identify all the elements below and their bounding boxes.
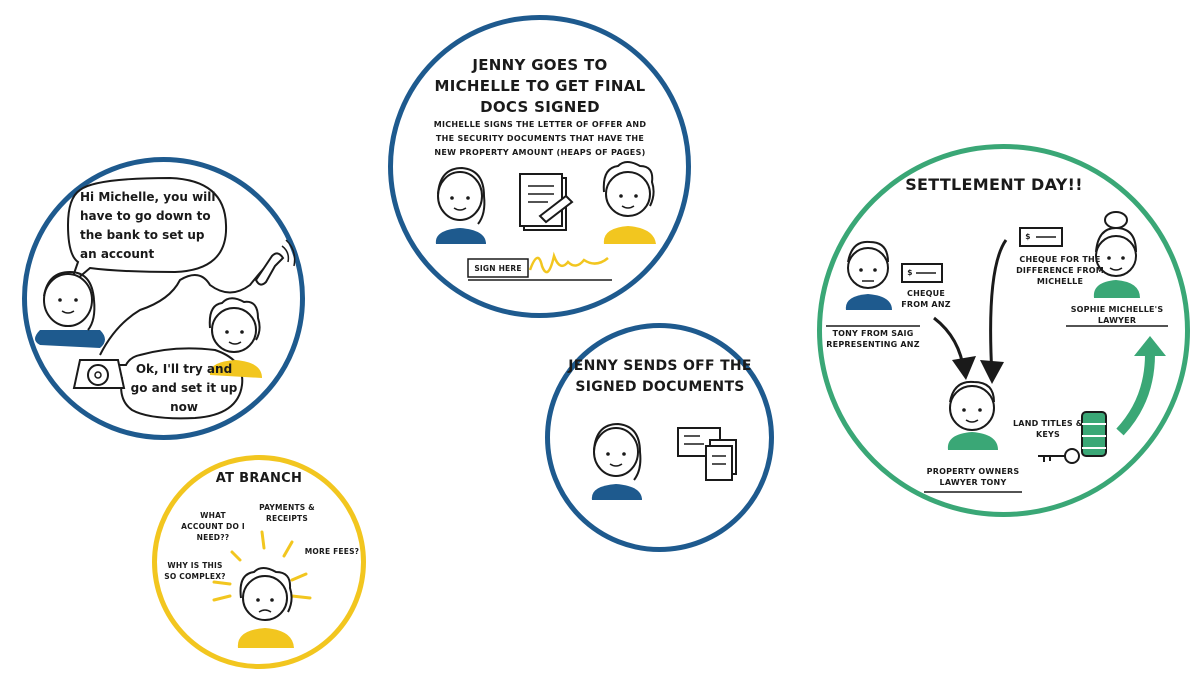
documents-stack-icon bbox=[677, 427, 737, 481]
branch-thought-1: WHAT ACCOUNT DO I NEED?? bbox=[181, 511, 245, 542]
phone-cord bbox=[99, 261, 271, 356]
cheque-difference-symbol: $ bbox=[1025, 232, 1031, 241]
cheque-anz-label: CHEQUE FROM ANZ bbox=[901, 289, 951, 309]
handset-icon bbox=[254, 239, 296, 286]
jenny-avatar bbox=[35, 270, 105, 348]
tony-label: TONY FROM SAIG REPRESENTING ANZ bbox=[826, 329, 920, 349]
michelle-avatar bbox=[208, 297, 262, 378]
property-owners-lawyer-avatar bbox=[947, 380, 998, 450]
cheque-anz-symbol: $ bbox=[907, 268, 913, 277]
sign-here-tag bbox=[467, 258, 529, 278]
jenny-avatar-sending bbox=[591, 422, 642, 500]
signing-description: MICHELLE SIGNS THE LETTER OF OFFER AND T… bbox=[433, 120, 647, 157]
bubble-top-text: Hi Michelle, you will have to go down to… bbox=[80, 190, 216, 261]
settlement-title: SETTLEMENT DAY!! bbox=[905, 175, 1083, 194]
key-icon bbox=[1038, 448, 1080, 464]
arrow-cheque-difference bbox=[989, 239, 1008, 377]
branch-thought-2: PAYMENTS & RECEIPTS bbox=[259, 503, 315, 523]
cheque-difference-label: CHEQUE FOR THE DIFFERENCE FROM MICHELLE bbox=[1016, 255, 1104, 286]
arrow-to-sophie bbox=[1116, 353, 1155, 436]
document-pen-icon bbox=[519, 173, 574, 231]
jenny-avatar-signing bbox=[435, 166, 486, 244]
rotary-phone-icon bbox=[72, 359, 126, 389]
branch-thought-3: WHY IS THIS SO COMPLEX? bbox=[164, 561, 226, 581]
branch-thought-4: MORE FEES? bbox=[304, 547, 360, 556]
stress-rays bbox=[212, 530, 312, 602]
branch-title: AT BRANCH bbox=[215, 471, 303, 486]
sign-here-label: SIGN HERE bbox=[474, 264, 522, 273]
owners-lawyer-label: PROPERTY OWNERS LAWYER TONY bbox=[926, 467, 1020, 487]
settlement-day-scene bbox=[817, 144, 1190, 517]
land-titles-label: LAND TITLES & KEYS bbox=[1013, 419, 1083, 439]
sophie-label: SOPHIE MICHELLE'S LAWYER bbox=[1070, 305, 1164, 325]
sophie-lawyer-avatar bbox=[1093, 211, 1140, 298]
michelle-stressed-avatar bbox=[237, 567, 294, 648]
bubble-bottom-text: Ok, I'll try and go and set it up now bbox=[130, 362, 238, 414]
tony-anz-avatar bbox=[845, 240, 892, 310]
send-title: JENNY SENDS OFF THE SIGNED DOCUMENTS bbox=[568, 358, 752, 395]
signature-scribble bbox=[528, 251, 609, 274]
signing-title: JENNY GOES TO MICHELLE TO GET FINAL DOCS… bbox=[434, 56, 646, 116]
land-titles-stack-icon bbox=[1081, 411, 1107, 457]
michelle-avatar-signing bbox=[602, 161, 656, 244]
send-documents-scene bbox=[545, 323, 774, 552]
